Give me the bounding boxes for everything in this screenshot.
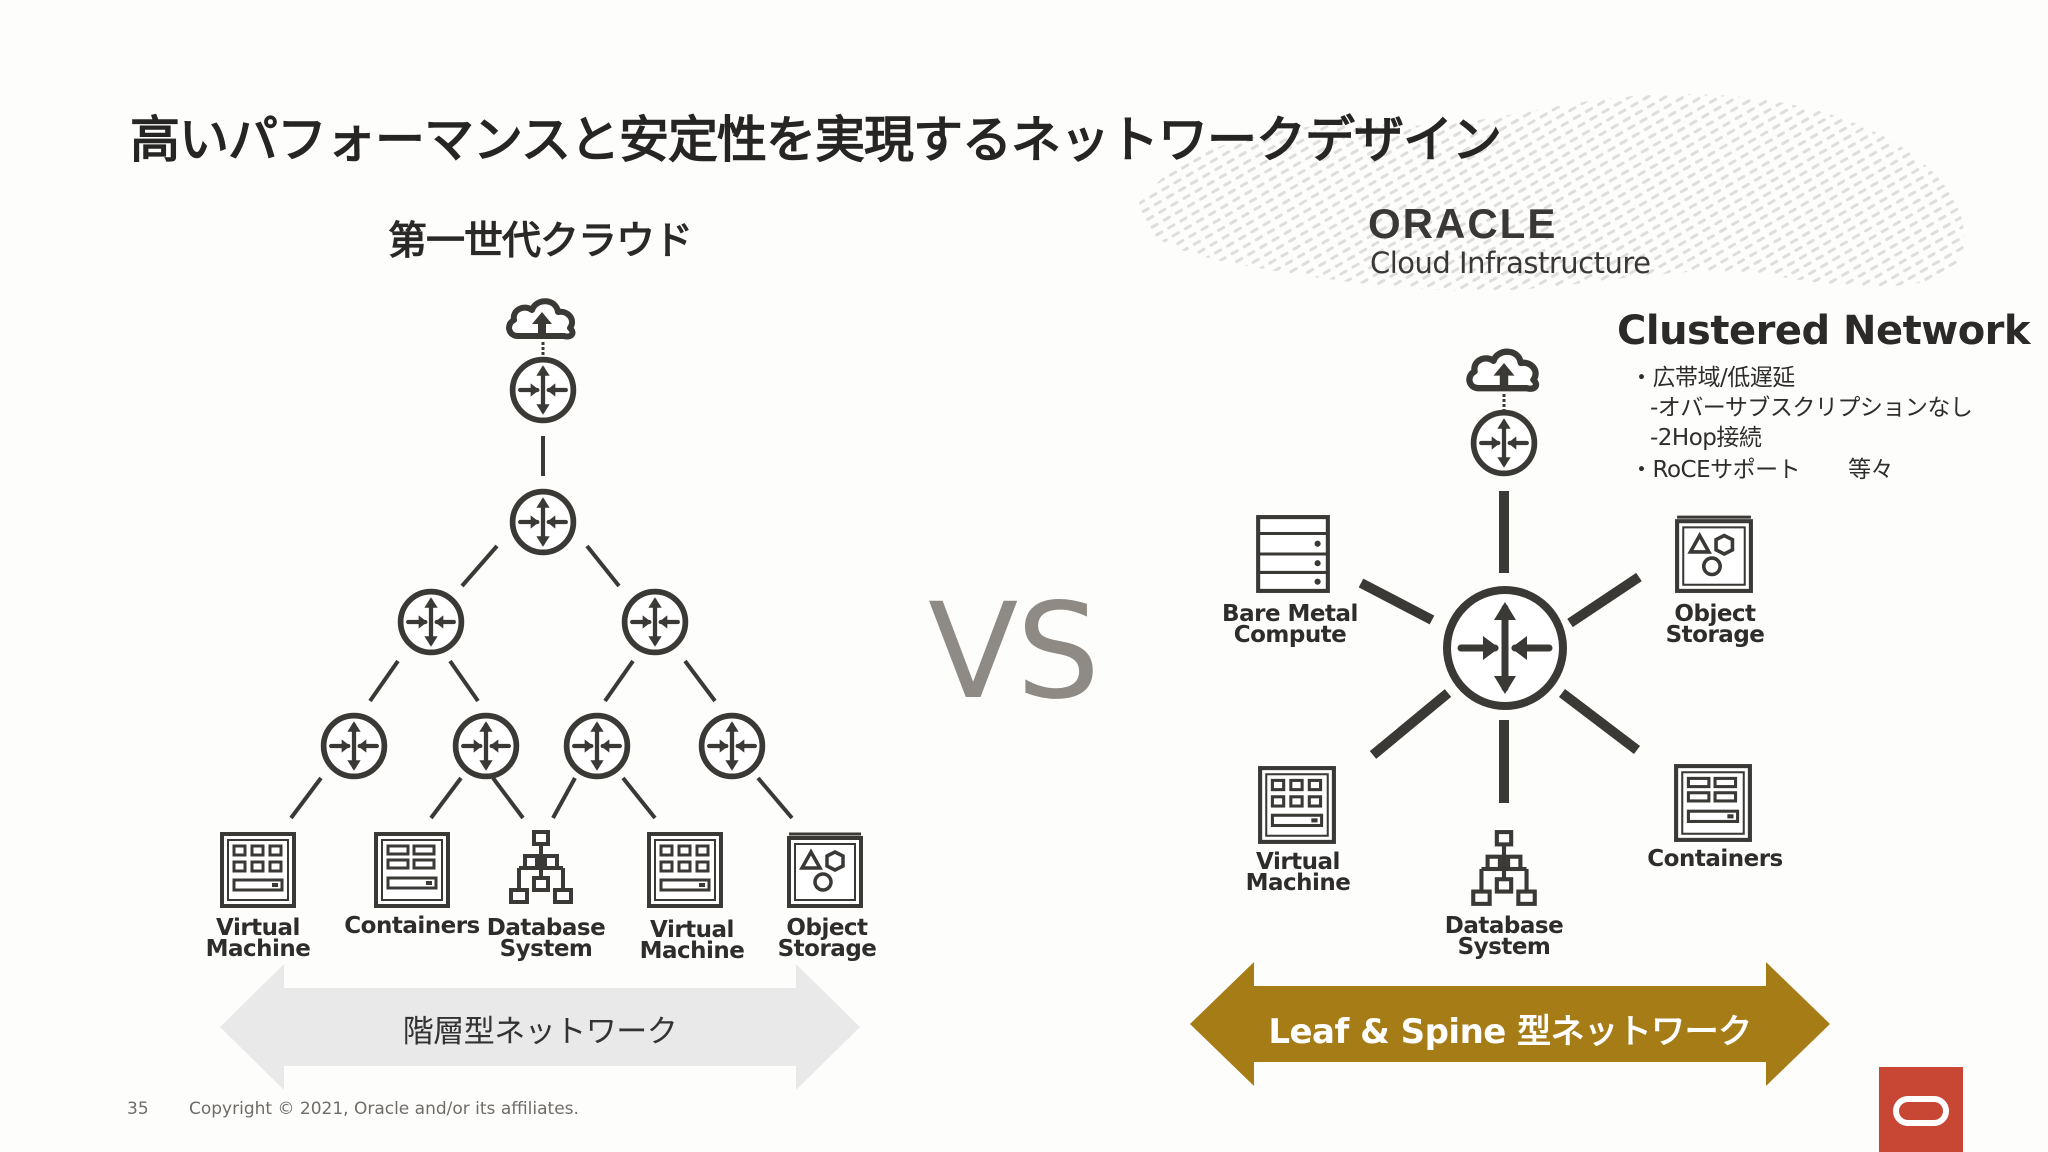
virtual-machine-icon <box>220 832 296 908</box>
oracle-o-icon <box>1893 1096 1949 1126</box>
right-resource-label: Containers <box>1647 846 1783 872</box>
object-storage-icon <box>787 832 863 908</box>
bare-metal-compute-icon <box>1258 517 1328 591</box>
containers-icon <box>1676 766 1750 840</box>
hierarchical-network-diagram <box>220 0 863 908</box>
edge-router-icon <box>1474 413 1535 474</box>
access-router-icon <box>324 716 385 777</box>
feature-item: ・RoCEサポート等々 <box>1630 457 1894 483</box>
copyright-notice: Copyright © 2021, Oracle and/or its affi… <box>189 1099 579 1119</box>
background-texture <box>1139 94 1965 291</box>
feature-item: -オバーサブスクリプションなし <box>1650 395 1973 421</box>
database-system-icon <box>1473 832 1535 904</box>
leaf-spine-network-label: Leaf & Spine 型ネットワーク <box>1268 1012 1752 1052</box>
hierarchical-network-label: 階層型ネットワーク <box>402 1014 678 1050</box>
access-router-icon <box>456 716 517 777</box>
clustered-network-title: Clustered Network <box>1617 308 2031 354</box>
virtual-machine-icon <box>1260 768 1334 842</box>
object-storage-icon <box>1677 517 1751 591</box>
slide-title: 高いパフォーマンスと安定性を実現するネットワークデザイン <box>130 111 1502 169</box>
core-router-icon <box>513 492 574 553</box>
oracle-brand-mark <box>1879 1067 1963 1152</box>
oracle-cloud-infrastructure-label: Cloud Infrastructure <box>1370 246 1651 280</box>
virtual-machine-icon <box>647 832 723 908</box>
containers-icon <box>374 832 450 908</box>
page-number: 35 <box>127 1099 149 1119</box>
leaf-spine-arrow <box>1190 962 1830 1086</box>
feature-suffix: 等々 <box>1848 457 1894 483</box>
clustered-network-diagram <box>1100 300 1800 1000</box>
edge-router-icon <box>513 360 574 421</box>
aggregation-router-icon <box>625 592 686 653</box>
internet-cloud-icon <box>1469 352 1536 389</box>
feature-item: ・広帯域/低遅延 <box>1630 365 1795 391</box>
feature-item: -2Hop接続 <box>1650 425 1762 451</box>
spine-router-icon <box>1443 586 1567 710</box>
hierarchical-arrow <box>220 964 860 1090</box>
left-heading: 第一世代クラウド <box>388 219 693 264</box>
internet-cloud-icon <box>509 301 572 336</box>
access-router-icon <box>702 716 763 777</box>
oracle-logo: ORACLE <box>1368 200 1558 247</box>
left-resource-label: Containers <box>344 913 480 939</box>
database-system-icon <box>509 830 573 904</box>
vs-label: VS <box>928 575 1100 729</box>
access-router-icon <box>567 716 628 777</box>
aggregation-router-icon <box>401 592 462 653</box>
